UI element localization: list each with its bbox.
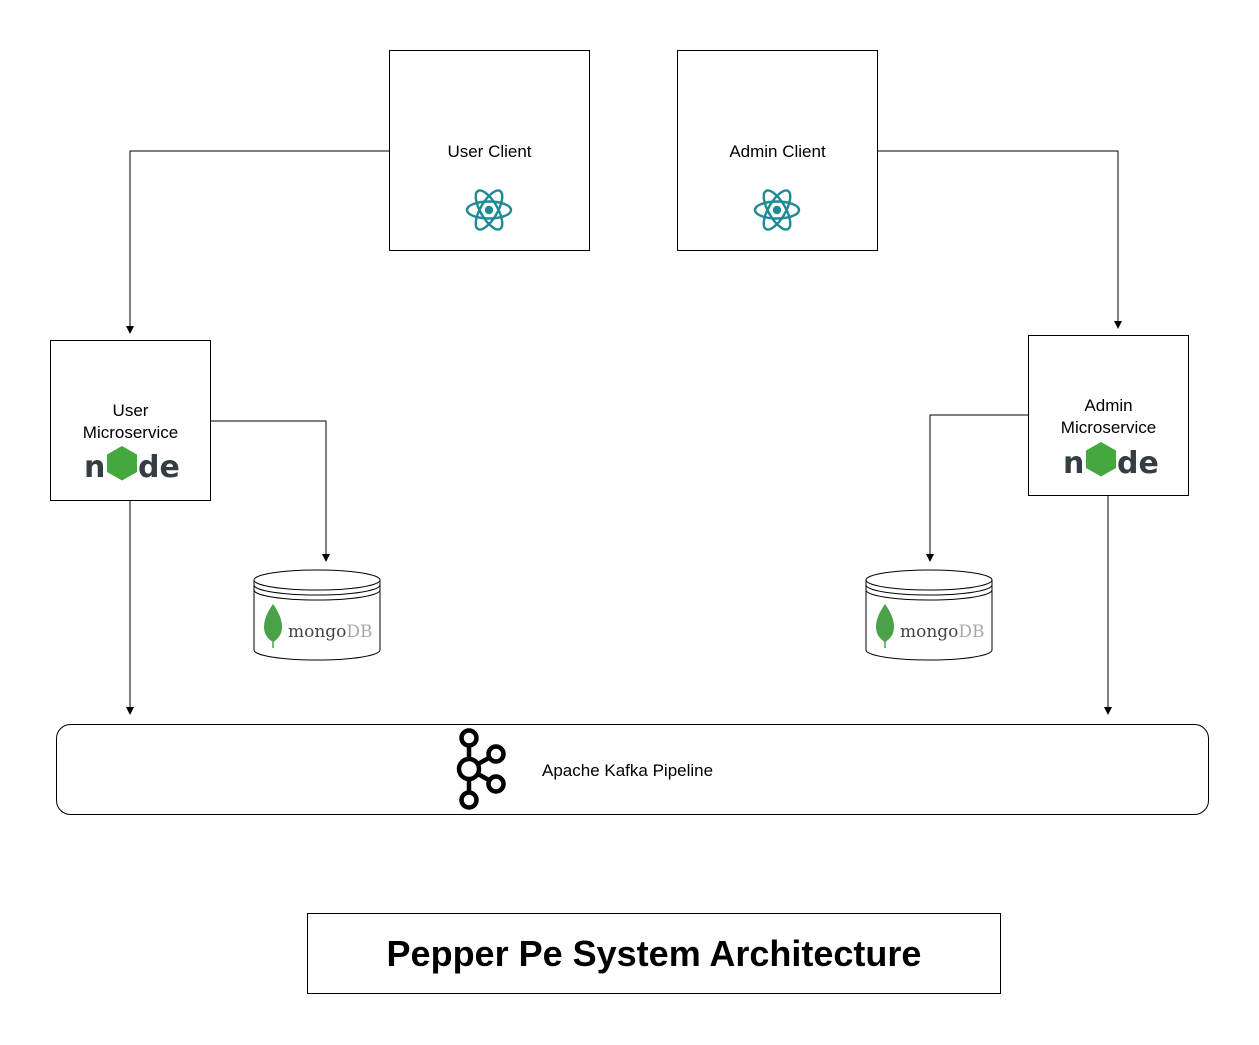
nodejs-logo: n de — [84, 446, 180, 485]
nodejs-logo-n: n — [1063, 446, 1084, 481]
mongodb-leaf-icon — [875, 604, 895, 642]
mongodb-logo-text: mongoDB — [288, 622, 373, 642]
nodejs-logo-de: de — [138, 450, 180, 485]
node-user-microservice[interactable]: User Microservice n de — [50, 340, 211, 501]
node-user-db[interactable]: mongoDB — [253, 569, 381, 661]
edges — [126, 150, 1122, 715]
node-user-client[interactable]: User Client — [389, 50, 590, 251]
mongodb-leaf-icon — [263, 604, 283, 642]
user-service-label-line2: Microservice — [83, 423, 178, 442]
kafka-label: Apache Kafka Pipeline — [542, 761, 713, 780]
edge-user-service-to-user-db — [211, 420, 330, 562]
kafka-icon — [456, 728, 506, 810]
node-admin-microservice[interactable]: Admin Microservice n de — [1028, 335, 1189, 496]
node-admin-client[interactable]: Admin Client — [677, 50, 878, 251]
mongodb-logo-text: mongoDB — [900, 622, 985, 642]
diagram-title-box: Pepper Pe System Architecture — [307, 913, 1001, 994]
admin-client-label: Admin Client — [729, 142, 826, 161]
edge-admin-client-to-admin-service — [878, 150, 1122, 329]
nodejs-logo-de: de — [1117, 446, 1159, 481]
admin-service-label-line1: Admin — [1084, 396, 1132, 415]
node-admin-db[interactable]: mongoDB — [865, 569, 993, 661]
user-client-label: User Client — [447, 142, 531, 161]
mongodb-logo: mongoDB — [263, 604, 373, 648]
admin-service-label-line2: Microservice — [1061, 418, 1156, 437]
nodejs-logo: n de — [1063, 442, 1159, 481]
diagram-title: Pepper Pe System Architecture — [387, 933, 922, 974]
user-service-label-line1: User — [113, 401, 149, 420]
nodejs-logo-n: n — [84, 450, 105, 485]
mongodb-logo: mongoDB — [875, 604, 985, 648]
edge-user-client-to-user-service — [126, 150, 389, 334]
node-kafka-pipeline[interactable]: Apache Kafka Pipeline — [56, 724, 1209, 815]
edge-admin-service-to-admin-db — [926, 414, 1028, 562]
